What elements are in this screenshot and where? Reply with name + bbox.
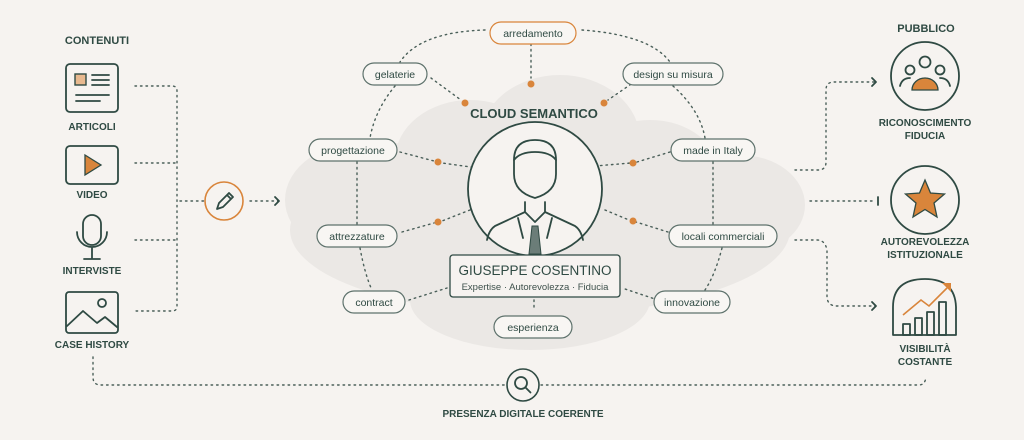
svg-text:esperienza: esperienza [507, 322, 559, 334]
person-avatar-icon [467, 121, 603, 257]
label-fiducia: FIDUCIA [905, 131, 946, 142]
image-icon [65, 291, 119, 334]
keyword-esperienza: esperienza [493, 315, 573, 339]
microphone-icon [76, 214, 108, 260]
keyword-arredamento: arredamento [489, 21, 577, 45]
keyword-attrezzature: attrezzature [316, 224, 398, 248]
audience-connectors [794, 77, 879, 311]
person-name-card: GIUSEPPE COSENTINO Expertise · Autorevol… [449, 254, 621, 298]
keyword-design-su-misura: design su misura [622, 62, 724, 86]
person-name: GIUSEPPE COSENTINO [458, 263, 611, 278]
label-riconoscimento: RICONOSCIMENTO [879, 118, 972, 129]
keyword-progettazione: progettazione [308, 138, 398, 162]
svg-text:locali commerciali: locali commerciali [682, 231, 765, 243]
label-articoli: ARTICOLI [68, 122, 115, 133]
growth-chart-icon [892, 278, 957, 336]
keyword-contract: contract [342, 290, 406, 314]
people-icon [890, 41, 960, 111]
svg-text:made in Italy: made in Italy [683, 145, 743, 157]
keyword-connectors [356, 29, 723, 309]
keyword-innovazione: innovazione [653, 290, 731, 314]
search-icon [506, 368, 540, 402]
footer-connector [92, 356, 927, 386]
contenuti-title: CONTENUTI [65, 35, 129, 47]
label-autorevolezza: AUTOREVOLEZZA [881, 237, 970, 248]
article-icon [65, 63, 119, 113]
svg-text:gelaterie: gelaterie [375, 69, 415, 81]
label-case-history: CASE HISTORY [55, 340, 130, 351]
label-interviste: INTERVISTE [63, 266, 122, 277]
cloud-title: CLOUD SEMANTICO [470, 106, 598, 121]
footer-label: PRESENZA DIGITALE COERENTE [442, 409, 603, 420]
svg-text:arredamento: arredamento [503, 28, 563, 40]
pencil-icon [204, 181, 244, 221]
svg-text:design su misura: design su misura [633, 69, 713, 81]
star-icon [890, 165, 960, 235]
person-tagline: Expertise · Autorevolezza · Fiducia [462, 282, 610, 293]
label-visibilita: VISIBILITÀ [899, 342, 950, 355]
label-video: VIDEO [76, 190, 107, 201]
content-connectors [134, 85, 280, 312]
pubblico-title: PUBBLICO [897, 23, 955, 35]
keyword-made-in-italy: made in Italy [670, 138, 756, 162]
label-istituzionale: ISTITUZIONALE [887, 250, 963, 261]
video-play-icon [65, 145, 119, 185]
svg-text:attrezzature: attrezzature [329, 231, 385, 243]
keyword-gelaterie: gelaterie [362, 62, 428, 86]
svg-text:contract: contract [355, 297, 392, 309]
svg-text:innovazione: innovazione [664, 297, 720, 309]
label-costante: COSTANTE [898, 357, 953, 368]
keyword-locali-commerciali: locali commerciali [668, 224, 778, 248]
svg-text:progettazione: progettazione [321, 145, 385, 157]
keyword-dots [434, 80, 637, 226]
